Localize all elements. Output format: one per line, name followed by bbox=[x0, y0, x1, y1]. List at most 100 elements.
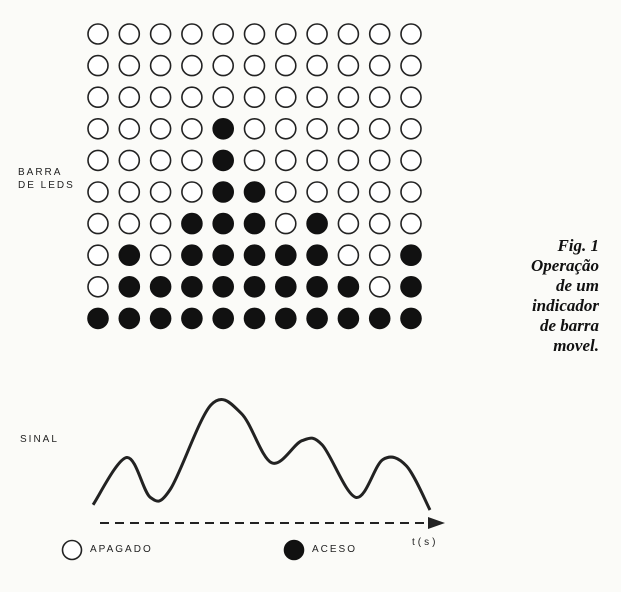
led-off bbox=[149, 86, 172, 108]
led-off bbox=[87, 23, 109, 45]
led-off bbox=[274, 54, 297, 77]
led-lit bbox=[212, 244, 234, 266]
led-off bbox=[400, 149, 422, 172]
caption-line-2: Operação bbox=[531, 256, 599, 275]
caption-line-6: movel. bbox=[553, 336, 599, 355]
led-lit bbox=[306, 307, 328, 330]
led-lit bbox=[243, 275, 266, 298]
led-lit bbox=[243, 307, 266, 330]
led-off bbox=[181, 118, 203, 140]
led-off bbox=[306, 181, 328, 203]
legend-on-label: ACESO bbox=[312, 544, 358, 555]
caption-line-5: de barra bbox=[539, 316, 599, 335]
led-off bbox=[87, 275, 109, 298]
led-off bbox=[337, 212, 360, 235]
legend-on-icon bbox=[283, 539, 305, 561]
led-off bbox=[118, 23, 141, 45]
led-off bbox=[337, 181, 360, 203]
led-off bbox=[149, 212, 172, 235]
led-lit bbox=[243, 181, 266, 203]
led-off bbox=[243, 23, 266, 45]
led-lit bbox=[212, 275, 234, 298]
led-off bbox=[274, 181, 297, 203]
led-matrix bbox=[87, 23, 422, 330]
led-lit bbox=[149, 307, 172, 330]
signal-label: SINAL bbox=[20, 434, 59, 445]
led-off bbox=[306, 23, 328, 45]
led-off bbox=[306, 86, 328, 108]
led-lit bbox=[118, 244, 141, 266]
led-off bbox=[400, 23, 422, 45]
led-lit bbox=[400, 244, 422, 266]
led-off bbox=[337, 23, 360, 45]
led-off bbox=[400, 54, 422, 77]
led-off bbox=[368, 86, 391, 108]
led-lit bbox=[306, 244, 328, 266]
led-lit bbox=[274, 275, 297, 298]
led-off bbox=[149, 244, 172, 266]
led-lit bbox=[212, 149, 234, 172]
signal-curve bbox=[91, 398, 432, 511]
led-lit bbox=[149, 275, 172, 298]
led-lit bbox=[337, 275, 360, 298]
led-off bbox=[368, 54, 391, 77]
led-off bbox=[243, 54, 266, 77]
led-lit bbox=[118, 275, 141, 298]
led-off bbox=[118, 149, 141, 172]
led-lit bbox=[243, 212, 266, 235]
led-off bbox=[181, 54, 203, 77]
led-off bbox=[368, 149, 391, 172]
led-off bbox=[87, 54, 109, 77]
led-lit bbox=[274, 307, 297, 330]
led-off bbox=[368, 212, 391, 235]
led-off bbox=[368, 118, 391, 140]
legend-off-icon bbox=[61, 539, 83, 561]
led-off bbox=[337, 244, 360, 266]
led-off bbox=[274, 149, 297, 172]
led-off bbox=[337, 86, 360, 108]
led-off bbox=[87, 244, 109, 266]
led-off bbox=[118, 212, 141, 235]
led-lit bbox=[306, 212, 328, 235]
led-off bbox=[243, 118, 266, 140]
led-off bbox=[243, 86, 266, 108]
led-off bbox=[149, 54, 172, 77]
led-off bbox=[337, 149, 360, 172]
led-off bbox=[400, 181, 422, 203]
led-lit bbox=[212, 212, 234, 235]
led-off bbox=[368, 244, 391, 266]
led-off bbox=[149, 23, 172, 45]
figure-caption: Fig. 1 Operação de um indicador de barra… bbox=[469, 236, 599, 356]
caption-line-1: Fig. 1 bbox=[557, 236, 599, 255]
led-off bbox=[400, 212, 422, 235]
led-off bbox=[118, 181, 141, 203]
led-off bbox=[400, 118, 422, 140]
led-lit bbox=[212, 181, 234, 203]
led-off bbox=[274, 212, 297, 235]
led-off bbox=[212, 86, 234, 108]
led-off bbox=[368, 23, 391, 45]
led-lit bbox=[212, 118, 234, 140]
led-off bbox=[118, 86, 141, 108]
led-off bbox=[87, 86, 109, 108]
led-off bbox=[118, 54, 141, 77]
led-lit bbox=[118, 307, 141, 330]
led-off bbox=[243, 149, 266, 172]
led-lit bbox=[306, 275, 328, 298]
led-off bbox=[212, 54, 234, 77]
led-bar-label-line-2: DE LEDS bbox=[18, 180, 75, 191]
led-off bbox=[181, 86, 203, 108]
led-lit bbox=[243, 244, 266, 266]
signal-plot bbox=[91, 398, 445, 529]
led-off bbox=[274, 118, 297, 140]
legend-off-label: APAGADO bbox=[90, 544, 153, 555]
led-lit bbox=[181, 275, 203, 298]
led-off bbox=[87, 149, 109, 172]
led-off bbox=[87, 118, 109, 140]
caption-line-4: indicador bbox=[531, 296, 599, 315]
led-lit bbox=[400, 307, 422, 330]
led-off bbox=[337, 118, 360, 140]
led-off bbox=[400, 86, 422, 108]
led-lit bbox=[181, 307, 203, 330]
